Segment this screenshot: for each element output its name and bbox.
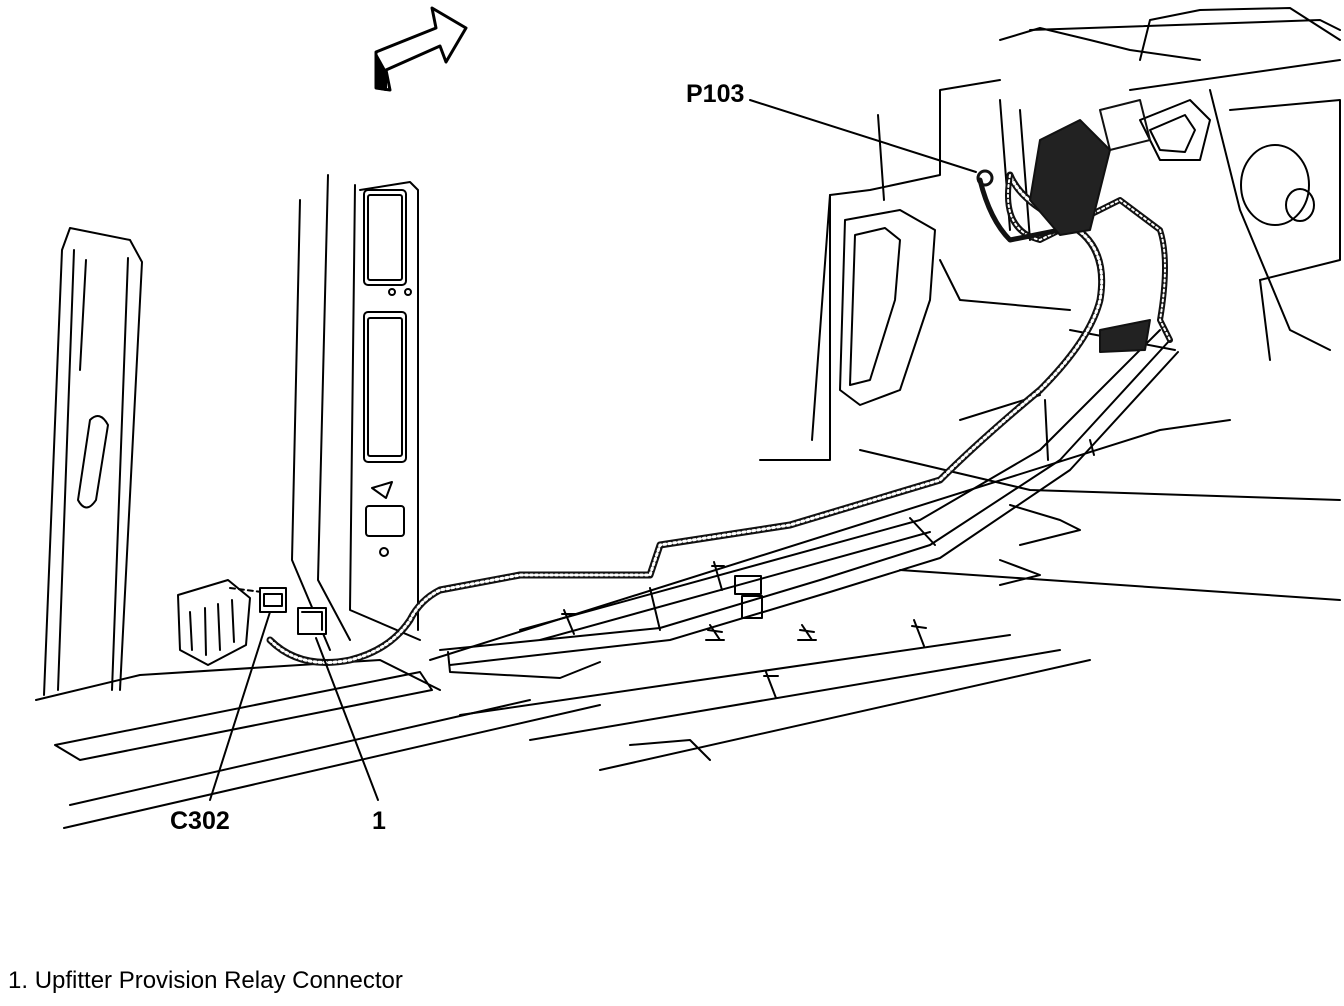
c302-connector xyxy=(259,587,287,613)
floor-studs xyxy=(561,561,927,699)
sill-channel xyxy=(439,329,1179,679)
forward-arrow-icon xyxy=(374,6,468,92)
callout-c302: C302 xyxy=(170,807,230,835)
rear-body-structure xyxy=(759,7,1341,461)
floor-panels xyxy=(35,419,1341,829)
legend-item-text: Upfitter Provision Relay Connector xyxy=(34,967,403,994)
legend-item-number: 1. xyxy=(8,967,29,994)
callout-item-1: 1 xyxy=(372,807,386,835)
callout-p103: P103 xyxy=(686,80,744,108)
wiring-harness xyxy=(266,99,1173,666)
left-door-pillar xyxy=(43,227,143,696)
upfitter-provision-relay-connector xyxy=(297,607,327,635)
legend: 1. Upfitter Provision Relay Connector xyxy=(8,967,403,995)
relay-bracket xyxy=(177,579,263,666)
leader-lines xyxy=(209,99,977,801)
b-pillar xyxy=(291,174,421,651)
